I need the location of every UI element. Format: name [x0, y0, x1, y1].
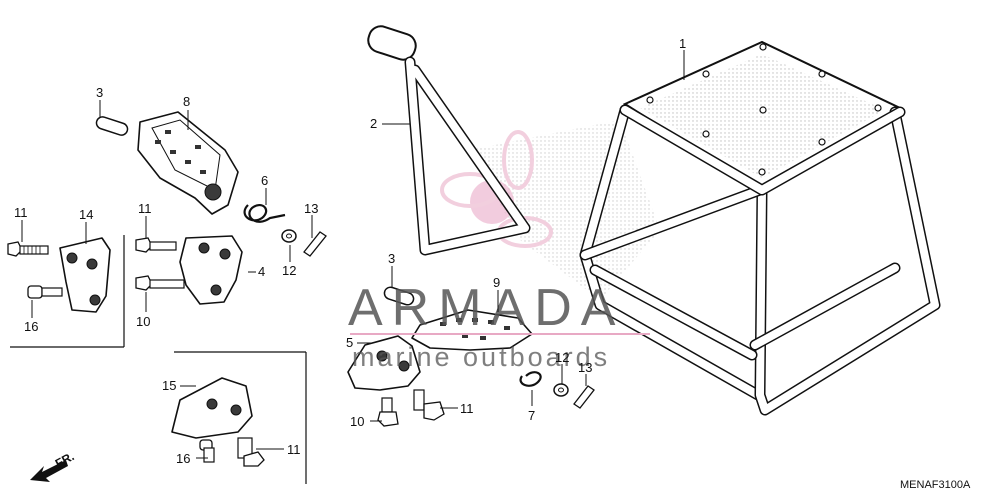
- callout-3-upper: 3: [96, 85, 103, 100]
- callout-12-lower: 12: [555, 350, 569, 365]
- callout-6: 6: [261, 173, 268, 188]
- part-bracket-14: [59, 237, 111, 313]
- callout-1: 1: [679, 36, 686, 51]
- callout-5: 5: [346, 335, 353, 350]
- callout-10-lower: 10: [350, 414, 364, 429]
- callouts: 1 2 3 8 6 13 12 4 11 14 16 11 10 15 11 1…: [14, 36, 686, 466]
- part-footpeg-upper: [137, 111, 239, 215]
- leader-lines: [21, 50, 685, 459]
- part-spring: [243, 203, 286, 223]
- part-washer-lower: [553, 383, 569, 397]
- callout-9: 9: [493, 275, 500, 290]
- bolt-11-middle: [135, 237, 177, 253]
- part-footpeg-lower: [411, 309, 533, 351]
- bolt-16-left: [27, 285, 63, 299]
- callout-13-lower: 13: [578, 360, 592, 375]
- diagram-code: MENAF3100A: [900, 479, 971, 491]
- part-pin-lower: [383, 286, 415, 306]
- bolt-10-middle: [135, 275, 185, 291]
- front-direction-indicator: FR.: [30, 449, 76, 482]
- part-cotter-pin-upper: [303, 231, 327, 257]
- callout-16-left: 16: [24, 319, 38, 334]
- bolt-11-lower: [413, 389, 445, 421]
- part-bracket-15: [171, 377, 253, 439]
- callout-11-middle: 11: [138, 201, 152, 216]
- callout-11-lower: 11: [460, 401, 474, 416]
- bolt-11-left: [7, 241, 49, 257]
- arrow-down-left-icon: [30, 460, 68, 482]
- callout-10-middle: 10: [136, 314, 150, 329]
- group-box-bottom: [174, 351, 307, 484]
- watermark-brand: ARMADA: [348, 279, 624, 337]
- part-stand-handle: [367, 25, 531, 256]
- callout-14: 14: [79, 207, 93, 222]
- part-bracket-5: [347, 335, 421, 391]
- callout-16-bottom: 16: [176, 451, 190, 466]
- part-bracket-4: [179, 235, 243, 305]
- watermark-text: ARMADA marine outboards: [348, 279, 650, 372]
- callout-13-upper: 13: [304, 201, 318, 216]
- callout-3-lower: 3: [388, 251, 395, 266]
- callout-2: 2: [370, 116, 377, 131]
- bolt-11-bottom: [237, 437, 265, 467]
- callout-11-bottom: 11: [287, 442, 301, 457]
- watermark-tagline: marine outboards: [352, 342, 610, 372]
- callout-7: 7: [528, 408, 535, 423]
- part-pin-upper: [95, 116, 129, 136]
- callout-4: 4: [258, 264, 265, 279]
- callout-12-upper: 12: [282, 263, 296, 278]
- part-spring-lower: [519, 371, 542, 387]
- callout-15: 15: [162, 378, 176, 393]
- part-cotter-pin-lower: [573, 385, 595, 409]
- part-stand-frame: [579, 40, 941, 416]
- bolt-16-bottom: [199, 439, 215, 463]
- group-box-left: [10, 235, 125, 348]
- callout-8: 8: [183, 94, 190, 109]
- callout-11-left: 11: [14, 205, 28, 220]
- bolt-10-lower: [377, 397, 399, 427]
- part-washer-upper: [281, 229, 297, 243]
